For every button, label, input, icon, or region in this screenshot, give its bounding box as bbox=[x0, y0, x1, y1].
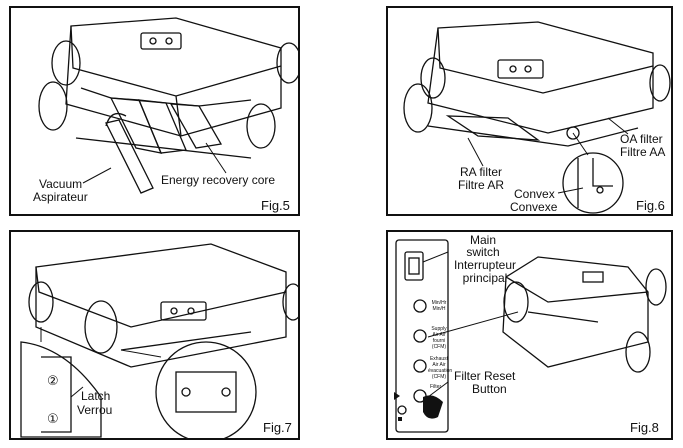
ra-filter-label: RA filter bbox=[460, 165, 503, 179]
hrv-control-panel-illustration bbox=[394, 239, 667, 433]
latch-label: Latch bbox=[81, 389, 111, 403]
knob-1-label: Min/Hr Min/H bbox=[431, 300, 447, 312]
figure-6-label: Fig.6 bbox=[636, 198, 665, 213]
hrv-latch-illustration bbox=[20, 243, 298, 438]
convex-label: Convex bbox=[514, 187, 555, 201]
main-switch-label-fr-1: Interrupteur bbox=[453, 258, 517, 272]
latch-label-fr: Verrou bbox=[77, 403, 113, 417]
energy-recovery-core-label: Energy recovery core bbox=[161, 173, 276, 187]
figure-8-panel: Min/Hr Min/H Supply Air Air fourni (CFM)… bbox=[386, 230, 673, 440]
figure-7-label: Fig.7 bbox=[263, 420, 292, 435]
oa-filter-label: OA filter bbox=[620, 132, 663, 146]
step-1-marker: ① bbox=[47, 411, 59, 426]
oa-filter-label-fr: Filtre AA bbox=[620, 145, 666, 159]
main-switch-label-2: switch bbox=[466, 245, 500, 259]
convex-label-fr: Convexe bbox=[510, 200, 558, 214]
knob-3-label: Exhaust Air Air évacuation (CFM) bbox=[428, 356, 453, 380]
main-switch-label-1: Main bbox=[469, 233, 496, 247]
figure-5-panel: Vacuum Aspirateur Energy recovery core F… bbox=[9, 6, 300, 216]
hrv-core-vacuum-illustration bbox=[38, 17, 298, 194]
vacuum-label-fr: Aspirateur bbox=[33, 190, 88, 204]
figure-8-label: Fig.8 bbox=[630, 420, 659, 435]
figure-7-panel: ② ① Latch Verrou Fig.7 bbox=[9, 230, 300, 440]
figure-5-label: Fig.5 bbox=[261, 198, 290, 213]
figure-6-panel: OA filter Filtre AA RA filter Filtre AR … bbox=[386, 6, 673, 216]
vacuum-label: Vacuum bbox=[39, 177, 83, 191]
hrv-filter-illustration bbox=[403, 21, 671, 214]
ra-filter-label-fr: Filtre AR bbox=[458, 178, 505, 192]
filter-reset-label-1: Filter Reset bbox=[454, 369, 516, 383]
knob-2-label: Supply Air Air fourni (CFM) bbox=[431, 326, 447, 350]
step-2-marker: ② bbox=[47, 373, 59, 388]
filter-button-label: Filter bbox=[430, 384, 442, 390]
main-switch-label-fr-2: principal bbox=[462, 271, 508, 285]
filter-reset-label-2: Button bbox=[472, 382, 507, 396]
